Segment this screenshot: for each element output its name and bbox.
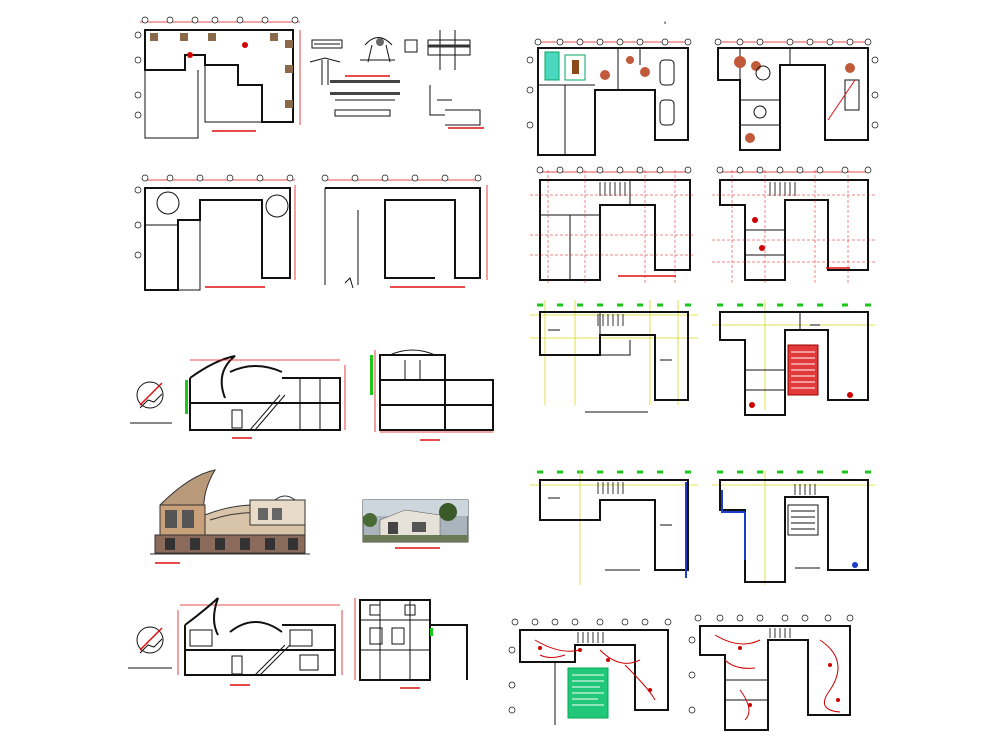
ground-floor-dimensioned <box>530 166 695 285</box>
ground-floor-plumbing <box>530 470 698 585</box>
construction-details <box>309 30 484 129</box>
section-b <box>370 349 494 441</box>
photo-thumbnail <box>362 499 469 549</box>
foundation-plan <box>134 174 296 291</box>
roof-structure-plan <box>321 174 488 289</box>
svg-text:ᴺ: ᴺ <box>664 21 667 27</box>
upper-floor-plumbing <box>712 470 875 585</box>
upper-floor-schedule <box>712 300 875 416</box>
upper-floor-furnished <box>714 38 879 151</box>
section-c <box>128 597 343 686</box>
site-plan <box>134 16 301 139</box>
section-a <box>130 355 346 439</box>
ground-floor-furnished: ᴺ <box>526 21 692 156</box>
upper-floor-electrical <box>688 614 854 731</box>
front-elevation-render <box>150 469 310 564</box>
side-elevation <box>354 598 468 689</box>
ground-floor-axes <box>530 300 698 413</box>
ground-floor-electrical <box>508 618 672 725</box>
upper-floor-dimensioned <box>712 166 875 285</box>
